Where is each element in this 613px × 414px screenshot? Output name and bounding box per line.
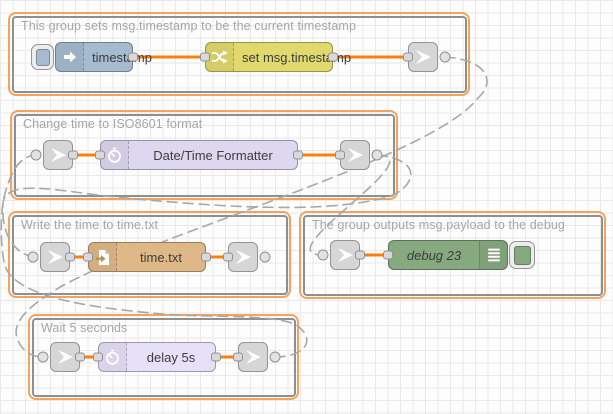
port-linkin2-out[interactable] xyxy=(68,150,78,160)
link-dart-icon xyxy=(348,148,363,162)
link-dart-icon xyxy=(416,50,431,64)
port-linkin4-out[interactable] xyxy=(355,250,365,260)
port-formatter-out[interactable] xyxy=(293,150,303,160)
port-linkout1-link[interactable] xyxy=(439,51,451,63)
debug-toggle-button[interactable] xyxy=(509,241,535,269)
node-file-write[interactable]: time.txt xyxy=(88,242,206,272)
port-linkout2-in[interactable] xyxy=(335,150,345,160)
group-border xyxy=(11,214,288,295)
port-linkin2-link[interactable] xyxy=(30,149,42,161)
link-dart-icon xyxy=(236,250,251,264)
group-iso8601[interactable]: Change time to ISO8601 format xyxy=(10,110,398,200)
group-wait-5s[interactable]: Wait 5 seconds xyxy=(28,314,299,400)
link-dart-icon xyxy=(48,250,63,264)
group-label: Wait 5 seconds xyxy=(41,321,128,335)
group-border xyxy=(13,113,395,197)
port-linkout3-in[interactable] xyxy=(223,252,233,262)
link-dart-icon xyxy=(246,350,261,364)
node-change[interactable]: set msg.timestamp xyxy=(205,42,351,72)
link-wire-formatter-to-file[interactable] xyxy=(1,154,412,258)
node-link-out-1[interactable] xyxy=(408,42,438,72)
node-label: timestamp xyxy=(92,49,152,65)
port-linkout2-link[interactable] xyxy=(371,149,383,161)
port-linkin3-link[interactable] xyxy=(27,251,39,263)
group-write-file[interactable]: Write the time to time.txt xyxy=(8,211,291,298)
port-delay-out[interactable] xyxy=(211,352,221,362)
node-inject[interactable]: timestamp xyxy=(55,42,152,72)
link-wire-delay-to-formatter[interactable] xyxy=(0,154,308,358)
port-linkout1-in[interactable] xyxy=(403,52,413,62)
port-linkout5-in[interactable] xyxy=(233,352,243,362)
node-link-out-2[interactable] xyxy=(340,140,370,170)
debug-button-fill xyxy=(513,245,531,265)
node-label: debug 23 xyxy=(406,247,462,263)
port-file-out[interactable] xyxy=(201,252,211,262)
timer-icon xyxy=(101,141,129,169)
link-dart-icon xyxy=(58,350,73,364)
port-linkin5-link[interactable] xyxy=(37,351,49,363)
port-debug-in[interactable] xyxy=(383,250,393,260)
file-export-icon xyxy=(89,243,117,271)
link-dart-icon xyxy=(338,248,353,262)
port-linkout5-link[interactable] xyxy=(269,351,281,363)
node-link-out-5[interactable] xyxy=(238,342,268,372)
link-dart-icon xyxy=(51,148,66,162)
node-label: Date/Time Formatter xyxy=(153,147,273,163)
timer-icon xyxy=(99,343,127,371)
node-debug[interactable]: debug 23 xyxy=(388,240,508,270)
port-linkin5-out[interactable] xyxy=(75,352,85,362)
arrow-right-icon xyxy=(56,43,84,71)
group-set-timestamp[interactable]: This group sets msg.timestamp to be the … xyxy=(8,12,470,96)
port-formatter-in[interactable] xyxy=(95,150,105,160)
port-change-in[interactable] xyxy=(200,52,210,62)
group-label: Change time to ISO8601 format xyxy=(23,117,203,131)
node-datetime-formatter[interactable]: Date/Time Formatter xyxy=(100,140,298,170)
port-file-in[interactable] xyxy=(83,252,93,262)
link-wire-formatter-to-debug[interactable] xyxy=(309,154,391,256)
node-label: delay 5s xyxy=(146,349,196,365)
list-bars-icon xyxy=(479,241,507,269)
shuffle-icon xyxy=(206,43,234,71)
group-label: This group sets msg.timestamp to be the … xyxy=(21,19,356,33)
group-border xyxy=(11,15,467,93)
group-border xyxy=(31,317,296,397)
node-delay[interactable]: delay 5s xyxy=(98,342,216,372)
group-label: Write the time to time.txt xyxy=(21,218,159,232)
node-label: time.txt xyxy=(140,249,182,265)
node-link-out-3[interactable] xyxy=(228,242,258,272)
port-linkin3-out[interactable] xyxy=(65,252,75,262)
port-inject-out[interactable] xyxy=(128,52,138,62)
port-linkout3-link[interactable] xyxy=(259,251,271,263)
group-border xyxy=(302,214,603,296)
group-label: The group outputs msg.payload to the deb… xyxy=(312,218,565,232)
port-delay-in[interactable] xyxy=(93,352,103,362)
group-debug-output[interactable]: The group outputs msg.payload to the deb… xyxy=(299,211,606,299)
port-linkin4-link[interactable] xyxy=(317,249,329,261)
inject-button-fill xyxy=(35,48,50,66)
port-change-out[interactable] xyxy=(328,52,338,62)
inject-trigger-button[interactable] xyxy=(31,44,54,70)
node-label: set msg.timestamp xyxy=(242,49,352,65)
node-link-in-4[interactable] xyxy=(330,240,360,270)
